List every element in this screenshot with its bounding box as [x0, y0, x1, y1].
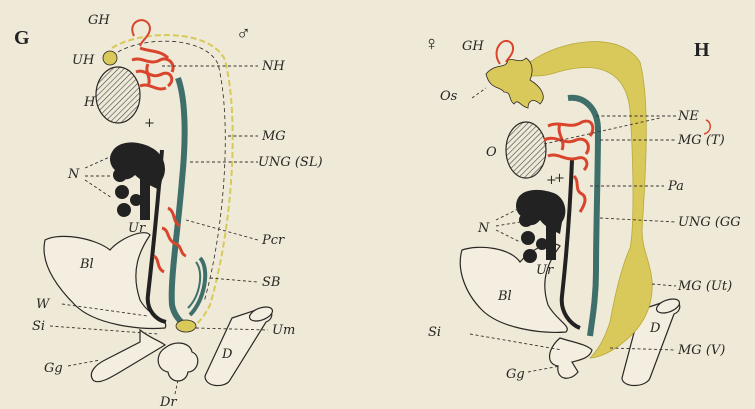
- left-label-n: N: [67, 167, 80, 182]
- right-label-gg: Gg: [506, 367, 525, 382]
- left-label-pcr: Pcr: [261, 233, 285, 248]
- right-label-d: D: [649, 321, 661, 336]
- left-figure: +: [44, 20, 274, 394]
- right-label-o: O: [486, 145, 497, 160]
- right-ovary: [506, 122, 546, 178]
- right-label-ur: Ur: [536, 263, 554, 278]
- right-sex-symbol: ♀: [424, 33, 439, 55]
- right-label-gh: GH: [462, 39, 484, 54]
- left-label-nh: NH: [261, 59, 285, 74]
- left-label-h: H: [83, 95, 96, 110]
- left-label-dr: Dr: [159, 395, 177, 409]
- right-label-si: Si: [428, 325, 441, 340]
- left-label-uh: UH: [72, 53, 95, 68]
- right-label-ung: UNG (GG: [678, 215, 741, 230]
- right-label-bl: Bl: [497, 289, 512, 304]
- left-label-ung: UNG (SL): [258, 155, 323, 170]
- right-panel-letter: H: [694, 39, 710, 61]
- left-panel-letter: G: [14, 27, 30, 49]
- left-label-d: D: [221, 347, 233, 362]
- right-label-os: Os: [440, 89, 458, 104]
- left-label-mg: MG: [261, 129, 286, 144]
- right-label-mg-t: MG (T): [677, 133, 725, 148]
- right-label-n: N: [477, 221, 490, 236]
- left-label-bl: Bl: [79, 257, 94, 272]
- left-uh-appendix: [103, 51, 117, 65]
- svg-text:+: +: [144, 116, 155, 131]
- left-label-w: W: [36, 297, 51, 312]
- left-label-ur: Ur: [128, 221, 146, 236]
- svg-text:+: +: [554, 171, 565, 186]
- left-sex-symbol: ♂: [236, 23, 251, 45]
- right-label-ne: NE: [677, 109, 699, 124]
- right-label-pa: Pa: [667, 179, 684, 194]
- left-label-gg: Gg: [44, 361, 63, 376]
- left-label-um: Um: [272, 323, 295, 338]
- left-bladder: [44, 233, 166, 329]
- right-label-mg-ut: MG (Ut): [677, 279, 732, 294]
- left-gland-dr: [158, 343, 198, 381]
- left-label-gh: GH: [88, 13, 110, 28]
- left-testis: [96, 67, 140, 123]
- left-urogenital-sinus: [91, 330, 165, 382]
- left-label-si: Si: [32, 319, 45, 334]
- right-wolffian-duct: [568, 98, 598, 336]
- right-figure: + +: [460, 41, 681, 386]
- right-urogenital-sinus: [550, 338, 592, 378]
- left-label-sb: SB: [262, 275, 280, 290]
- right-label-mg-v: MG (V): [677, 343, 725, 358]
- left-wolffian-duct: [172, 78, 186, 325]
